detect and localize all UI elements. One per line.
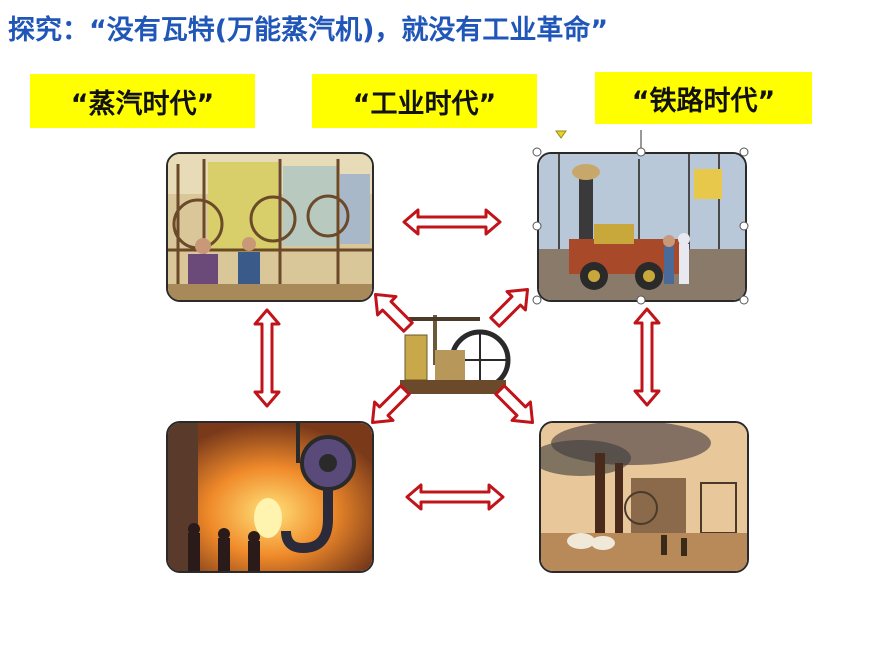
label-steam-age: “蒸汽时代” xyxy=(30,74,255,128)
arrow-to-bottom-left xyxy=(361,379,416,434)
arrow-bottom-horizontal xyxy=(405,483,505,511)
railway-locomotive-image xyxy=(537,152,747,302)
slide-title: 探究：“没有瓦特(万能蒸汽机)，就没有工业革命” xyxy=(8,15,609,46)
label-industrial-age: “工业时代” xyxy=(312,74,537,128)
label-railway-age-text: “铁路时代” xyxy=(631,85,776,117)
watt-steam-engine-image xyxy=(395,305,511,405)
arrow-to-top-right xyxy=(484,278,539,333)
arrow-left-vertical xyxy=(253,308,281,408)
arrow-right-vertical xyxy=(633,307,661,407)
arrow-to-bottom-right xyxy=(489,379,544,434)
selection-handles[interactable] xyxy=(532,130,749,305)
arrow-top-horizontal xyxy=(402,208,502,236)
label-industrial-age-text: “工业时代” xyxy=(352,88,497,120)
label-railway-age: “铁路时代” xyxy=(595,72,812,124)
steel-foundry-image xyxy=(166,421,374,573)
arrow-to-top-left xyxy=(364,283,419,338)
factory-smokestack-image xyxy=(539,421,749,573)
label-steam-age-text: “蒸汽时代” xyxy=(70,88,215,120)
textile-mill-image xyxy=(166,152,374,302)
